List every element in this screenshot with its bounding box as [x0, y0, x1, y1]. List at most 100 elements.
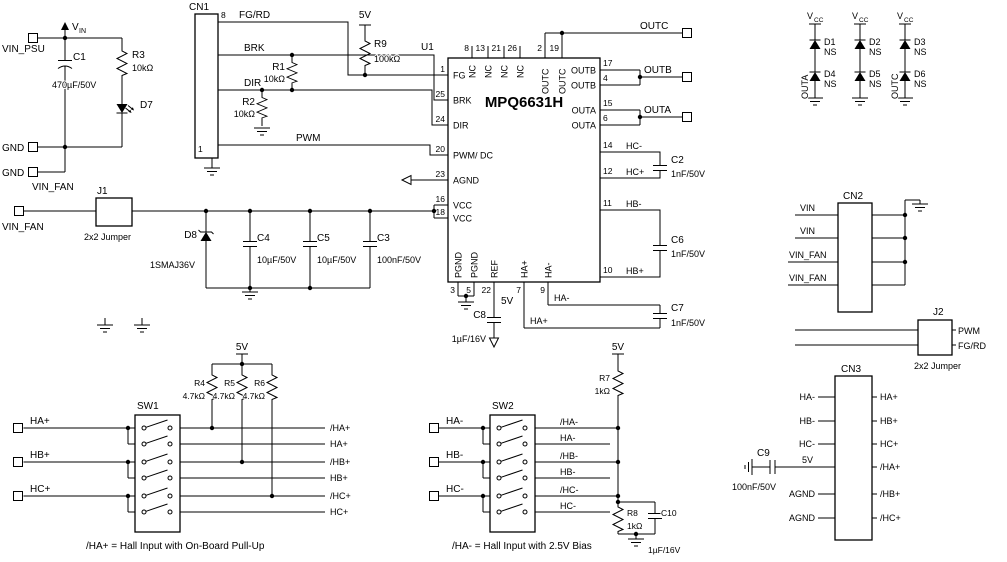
diode-d1 [809, 35, 821, 54]
capacitor-c8 [486, 311, 502, 329]
psu-section: VIN_PSU V IN C1 470µF/50V R3 10kΩ D7 GND… [1, 21, 155, 180]
r2-value: 10kΩ [234, 109, 256, 119]
sw1-in-ha: HA+ [30, 416, 50, 427]
u1-ref: U1 [421, 42, 434, 53]
pin-num: 18 [436, 207, 446, 217]
pin-num: 19 [550, 43, 560, 53]
pin-name: HA+ [520, 260, 530, 278]
c8-value: 1µF/16V [452, 334, 486, 344]
net-outc: OUTC [640, 21, 668, 32]
gnd2-label: GND [2, 168, 24, 179]
net-hb-plus: HB+ [626, 266, 644, 276]
r5-ref: R5 [224, 378, 235, 388]
agnd-down-flag-icon [488, 337, 500, 349]
ground-cn1 [203, 167, 221, 176]
cn2-wires [788, 199, 921, 286]
cn2-pin-vin-1: VIN [800, 203, 815, 213]
net-ha-plus: HA+ [530, 316, 548, 326]
pin-name: PWM/ DC [453, 151, 493, 161]
terminal-gnd1 [28, 142, 38, 152]
sw1-in-hb: HB+ [30, 450, 50, 461]
resistor-r1 [286, 59, 298, 86]
u1-body [447, 57, 601, 283]
sw2-in-ha: HA- [446, 416, 463, 427]
ref-5v-label: 5V [501, 296, 514, 307]
terminal-hb-minus [429, 457, 439, 467]
cn1-section: CN1 8 1 FG/RD BRK DIR PWM R1 10kΩ R2 10k… [188, 1, 436, 176]
vcc-sub-1: CC [814, 17, 824, 24]
output-section: OUTC OUTB OUTA C2 1nF/50V C6 1nF/50V C7 … [451, 20, 706, 349]
cn1-ref: CN1 [189, 2, 209, 13]
ground-r2 [253, 127, 271, 136]
resistor-r9 [359, 37, 371, 69]
sw2-out-5: HC- [560, 501, 576, 511]
pin-name: OUTC [541, 68, 551, 94]
net-hb-minus: HB- [626, 199, 642, 209]
cn2-ref: CN2 [843, 191, 863, 202]
c4-ref: C4 [257, 233, 270, 244]
capacitor-c1 [57, 54, 73, 73]
ground-cn2 [911, 203, 929, 212]
c10-value: 1µF/16V [648, 545, 681, 555]
cn3-ref: CN3 [841, 364, 861, 375]
ground-sw2 [627, 538, 645, 547]
vin-net-label: V [72, 22, 79, 33]
c2-value: 1nF/50V [671, 169, 705, 179]
diode-d6 [899, 67, 911, 86]
pin-name: OUTA [572, 121, 596, 131]
cn2-section: CN2 VIN VIN VIN_FAN VIN_FAN [788, 190, 929, 313]
cn3-right-nha-plus: /HA+ [880, 462, 900, 472]
cn3-right-nhc-plus: /HC+ [880, 513, 901, 523]
resistor-r7 [612, 367, 624, 399]
net-hc-plus: HC+ [626, 167, 644, 177]
capacitor-c6 [652, 239, 668, 257]
resistor-r3 [116, 47, 128, 79]
r2-ref: R2 [242, 97, 255, 108]
capacitor-c2 [652, 159, 668, 177]
cn3-left-ha-minus: HA- [800, 392, 816, 402]
sw2-note: /HA- = Hall Input with 2.5V Bias [452, 541, 592, 552]
d5-ref: D5 [869, 69, 881, 79]
c7-value: 1nF/50V [671, 318, 705, 328]
cn3-section: CN3 HA- HB- HC- 5V AGND AGND HA+ HB+ HC+… [731, 363, 902, 541]
pin-name: OUTB [571, 66, 596, 76]
pin-name: AGND [453, 176, 480, 186]
terminal-gnd2 [28, 167, 38, 177]
resistor-r2 [256, 94, 268, 121]
d5-value: NS [869, 79, 882, 89]
pin-num: 14 [603, 140, 613, 150]
pin-num: 11 [603, 198, 612, 208]
sw1-5v-label: 5V [236, 342, 249, 353]
fan-wires [23, 210, 434, 325]
cn3-right-hb-plus: HB+ [880, 416, 898, 426]
cn3-right-ha-plus: HA+ [880, 392, 898, 402]
terminal-outc [682, 28, 692, 38]
ground-fan-rail [241, 291, 259, 300]
j2-body [917, 319, 953, 356]
j2-ref: J2 [933, 307, 944, 318]
r4-ref: R4 [194, 378, 205, 388]
net-fgrd: FG/RD [239, 10, 270, 21]
d1-value: NS [824, 47, 837, 57]
j2-pwm-label: PWM [958, 326, 980, 336]
net-outa-vertical: OUTA [800, 75, 810, 99]
d3-value: NS [914, 47, 927, 57]
sw1-out-2: /HB+ [330, 457, 350, 467]
sw1-out-4: /HC+ [330, 491, 351, 501]
pin-name: NC [500, 65, 510, 78]
pin-name: BRK [453, 96, 472, 106]
d6-value: NS [914, 79, 927, 89]
diode-d3 [899, 35, 911, 54]
sw2-out-1: HA- [560, 433, 576, 443]
r8-value: 1kΩ [627, 521, 642, 531]
c5-ref: C5 [317, 233, 330, 244]
pin-num: 15 [603, 98, 613, 108]
pin-name: OUTA [572, 106, 596, 116]
vin-fan-term-label: VIN_FAN [2, 222, 44, 233]
cn1-pin1: 1 [198, 144, 203, 154]
cn3-left-agnd-2: AGND [789, 513, 816, 523]
c2-ref: C2 [671, 155, 684, 166]
sw1-note: /HA+ = Hall Input with On-Board Pull-Up [86, 541, 265, 552]
capacitor-c4 [242, 235, 258, 253]
